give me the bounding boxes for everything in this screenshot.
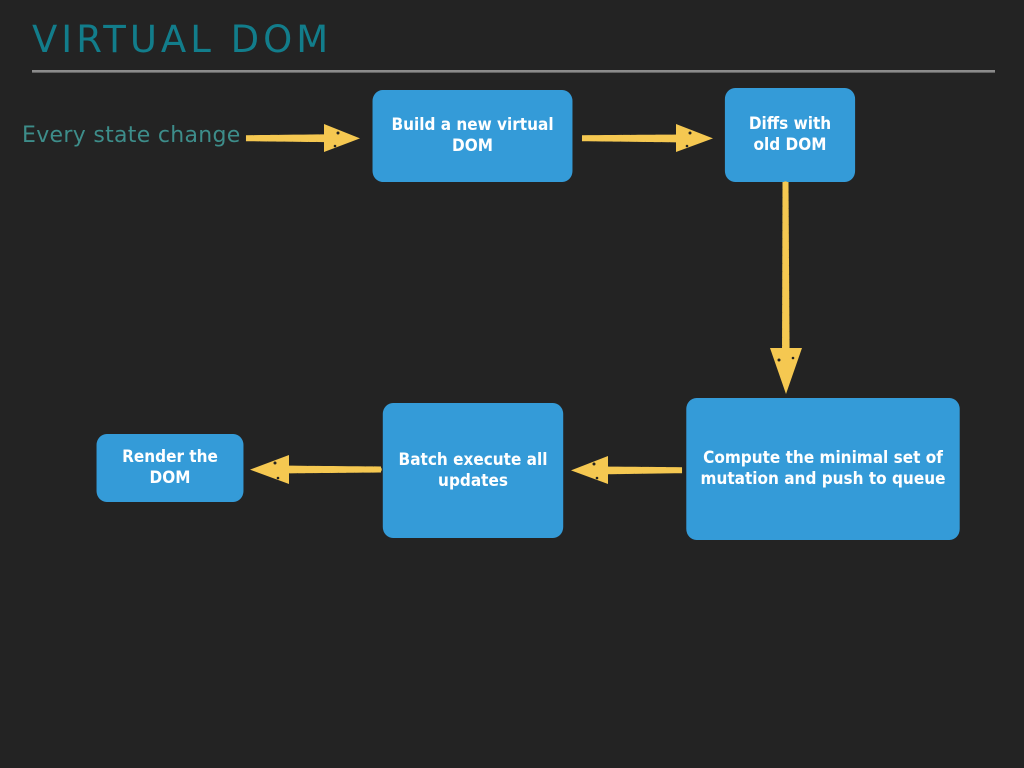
node-render-the-dom-label: Render the DOM [122,447,218,488]
node-batch-execute-updates[interactable]: Batch execute all updates [382,403,564,538]
node-diffs-with-old-dom-label: Diffs with old DOM [748,114,832,155]
node-build-virtual-dom[interactable]: Build a new virtual DOM [372,90,573,182]
title-divider [32,70,995,73]
node-batch-execute-updates-label: Batch execute all updates [398,449,548,491]
arrow-diff-to-compute [766,181,806,397]
node-diffs-with-old-dom[interactable]: Diffs with old DOM [724,88,856,182]
arrow-build-to-diff [581,121,722,155]
page-title: VIRTUAL DOM [32,18,333,61]
arrow-entry-to-build [245,121,368,155]
node-compute-minimal-mutation-set[interactable]: Compute the minimal set of mutation and … [686,398,960,540]
arrow-compute-to-batch [566,453,683,487]
entry-label: Every state change [22,123,241,148]
node-build-virtual-dom-label: Build a new virtual DOM [391,115,554,156]
node-render-the-dom[interactable]: Render the DOM [96,434,244,502]
arrow-batch-to-render [245,451,382,485]
node-compute-minimal-mutation-set-label: Compute the minimal set of mutation and … [700,448,946,489]
